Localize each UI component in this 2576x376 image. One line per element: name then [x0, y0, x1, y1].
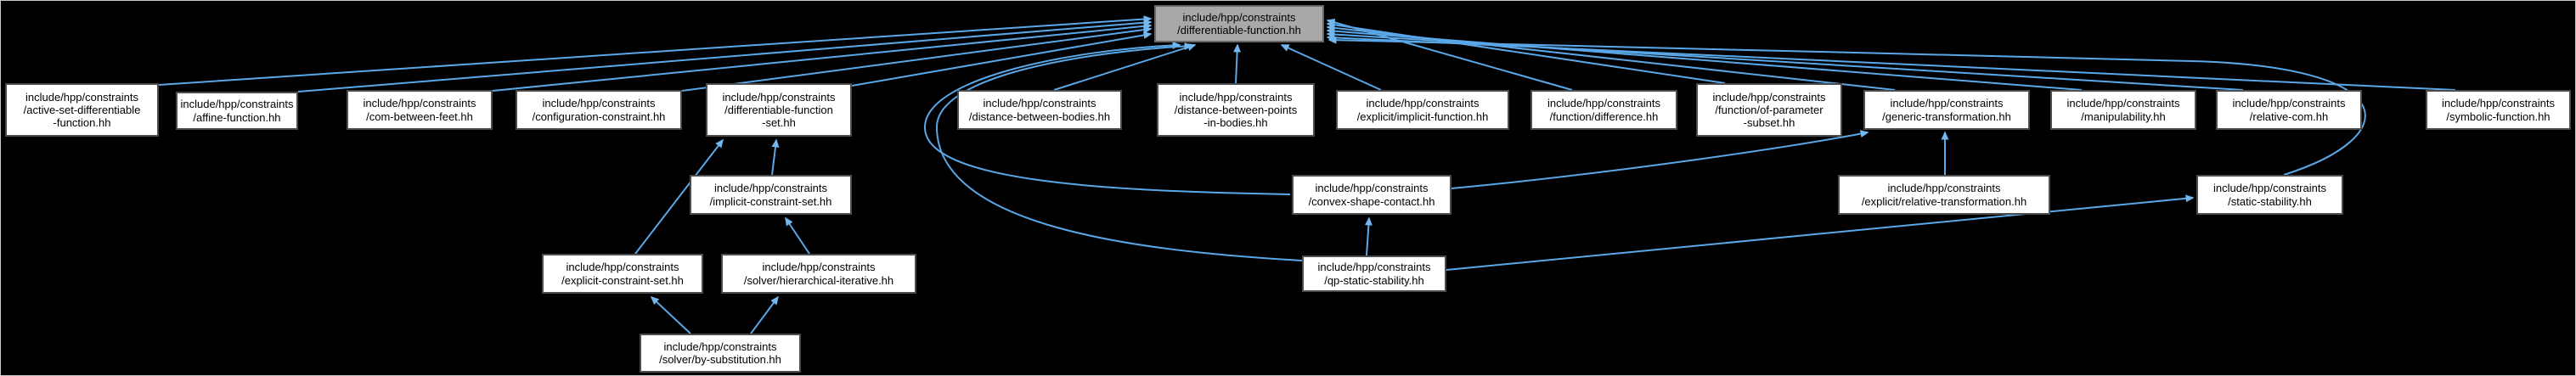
node-label: include/hpp/constraints /affine-function… [180, 98, 294, 124]
edge-qp-static-stability-to-root [935, 42, 1303, 261]
edge-by-substitution-to-hierarchical-iterative [750, 295, 779, 334]
node-qp-static-stability[interactable]: include/hpp/constraints /qp-static-stabi… [1302, 255, 1446, 292]
node-label: include/hpp/constraints /convex-shape-co… [1308, 182, 1435, 208]
node-label: include/hpp/constraints /com-between-fee… [363, 97, 476, 123]
node-relative-com[interactable]: include/hpp/constraints /relative-com.hh [2216, 90, 2362, 130]
node-label: include/hpp/constraints /explicit/relati… [1861, 182, 2027, 208]
edge-explicit-implicit-function-to-root [1280, 44, 1382, 91]
node-label: include/hpp/constraints /solver/by-subst… [659, 340, 781, 366]
node-differentiable-function[interactable]: include/hpp/constraints /differentiable-… [1154, 5, 1324, 42]
edge-convex-shape-contact-to-root [923, 41, 1291, 195]
edge-by-substitution-to-explicit-constraint-set [650, 295, 691, 334]
node-manipulability[interactable]: include/hpp/constraints /manipulability.… [2050, 90, 2196, 130]
node-com-between-feet[interactable]: include/hpp/constraints /com-between-fee… [347, 90, 493, 130]
edge-qp-static-stability-to-convex-shape-contact [1364, 216, 1373, 256]
node-label: include/hpp/constraints /relative-com.hh [2232, 97, 2346, 123]
node-label: include/hpp/constraints /explicit-constr… [561, 261, 684, 287]
node-label: include/hpp/constraints /differentiable-… [722, 90, 836, 130]
node-label: include/hpp/constraints /solver/hierarch… [743, 261, 894, 287]
node-label: include/hpp/constraints /generic-transfo… [1882, 97, 2011, 123]
node-explicit-implicit-function[interactable]: include/hpp/constraints /explicit/implic… [1336, 90, 1509, 130]
edge-hierarchical-iterative-to-implicit-constraint-set [785, 216, 810, 255]
edge-implicit-constraint-set-to-differentiable-function-set [771, 138, 780, 176]
node-affine-function[interactable]: include/hpp/constraints /affine-function… [176, 92, 298, 130]
node-label: include/hpp/constraints /explicit/implic… [1356, 97, 1489, 123]
node-explicit-relative-transformation[interactable]: include/hpp/constraints /explicit/relati… [1838, 175, 2050, 215]
node-explicit-constraint-set[interactable]: include/hpp/constraints /explicit-constr… [542, 254, 703, 294]
node-solver-by-substitution[interactable]: include/hpp/constraints /solver/by-subst… [640, 334, 801, 373]
node-label: include/hpp/constraints /function/differ… [1547, 97, 1660, 123]
node-label: include/hpp/constraints /manipulability.… [2066, 97, 2180, 123]
node-symbolic-function[interactable]: include/hpp/constraints /symbolic-functi… [2426, 90, 2571, 130]
edge-manipulability-to-root [1326, 27, 2083, 91]
node-label: include/hpp/constraints /distance-betwee… [968, 97, 1111, 123]
edge-configuration-constraint-to-root [681, 25, 1153, 92]
edge-symbolic-function-to-root [1326, 33, 2456, 91]
node-implicit-constraint-set[interactable]: include/hpp/constraints /implicit-constr… [690, 175, 852, 215]
node-convex-shape-contact[interactable]: include/hpp/constraints /convex-shape-co… [1292, 175, 1451, 215]
edge-affine-function-to-root [297, 19, 1153, 93]
node-label: include/hpp/constraints /function/of-par… [1712, 90, 1826, 130]
node-label: include/hpp/constraints /qp-static-stabi… [1317, 261, 1431, 287]
edge-differentiable-function-set-to-root [851, 31, 1153, 87]
node-label: include/hpp/constraints /active-set-diff… [23, 90, 141, 130]
node-static-stability[interactable]: include/hpp/constraints /static-stabilit… [2196, 175, 2343, 215]
node-label: include/hpp/constraints /symbolic-functi… [2442, 97, 2555, 123]
node-active-set-differentiable-function[interactable]: include/hpp/constraints /active-set-diff… [5, 83, 159, 137]
edge-convex-shape-contact-to-generic-transformation [1451, 130, 1869, 189]
edge-com-between-feet-to-root [492, 22, 1153, 92]
node-label: include/hpp/constraints /static-stabilit… [2213, 182, 2326, 208]
node-label: include/hpp/constraints /differentiable-… [1177, 10, 1301, 36]
node-differentiable-function-set[interactable]: include/hpp/constraints /differentiable-… [706, 83, 852, 137]
node-generic-transformation[interactable]: include/hpp/constraints /generic-transfo… [1863, 90, 2030, 130]
node-function-of-parameter-subset[interactable]: include/hpp/constraints /function/of-par… [1696, 83, 1842, 137]
edge-explicit-constraint-set-to-differentiable-function-set [634, 138, 724, 255]
node-label: include/hpp/constraints /implicit-constr… [709, 182, 832, 208]
edge-static-stability-to-root [1327, 36, 2366, 176]
node-distance-between-bodies[interactable]: include/hpp/constraints /distance-betwee… [957, 90, 1122, 130]
node-configuration-constraint[interactable]: include/hpp/constraints /configuration-c… [516, 90, 682, 130]
edge-distance-between-points-to-root [1233, 43, 1242, 84]
node-distance-between-points-in-bodies[interactable]: include/hpp/constraints /distance-betwee… [1157, 83, 1315, 137]
edge-active-set-to-root [158, 15, 1153, 86]
node-label: include/hpp/constraints /configuration-c… [532, 97, 666, 123]
node-solver-hierarchical-iterative[interactable]: include/hpp/constraints /solver/hierarch… [721, 254, 916, 294]
edge-distance-between-bodies-to-root [1053, 43, 1197, 91]
edge-qp-static-stability-to-static-stability [1446, 194, 2195, 271]
node-label: include/hpp/constraints /distance-betwee… [1174, 90, 1298, 130]
node-function-difference[interactable]: include/hpp/constraints /function/differ… [1530, 90, 1677, 130]
